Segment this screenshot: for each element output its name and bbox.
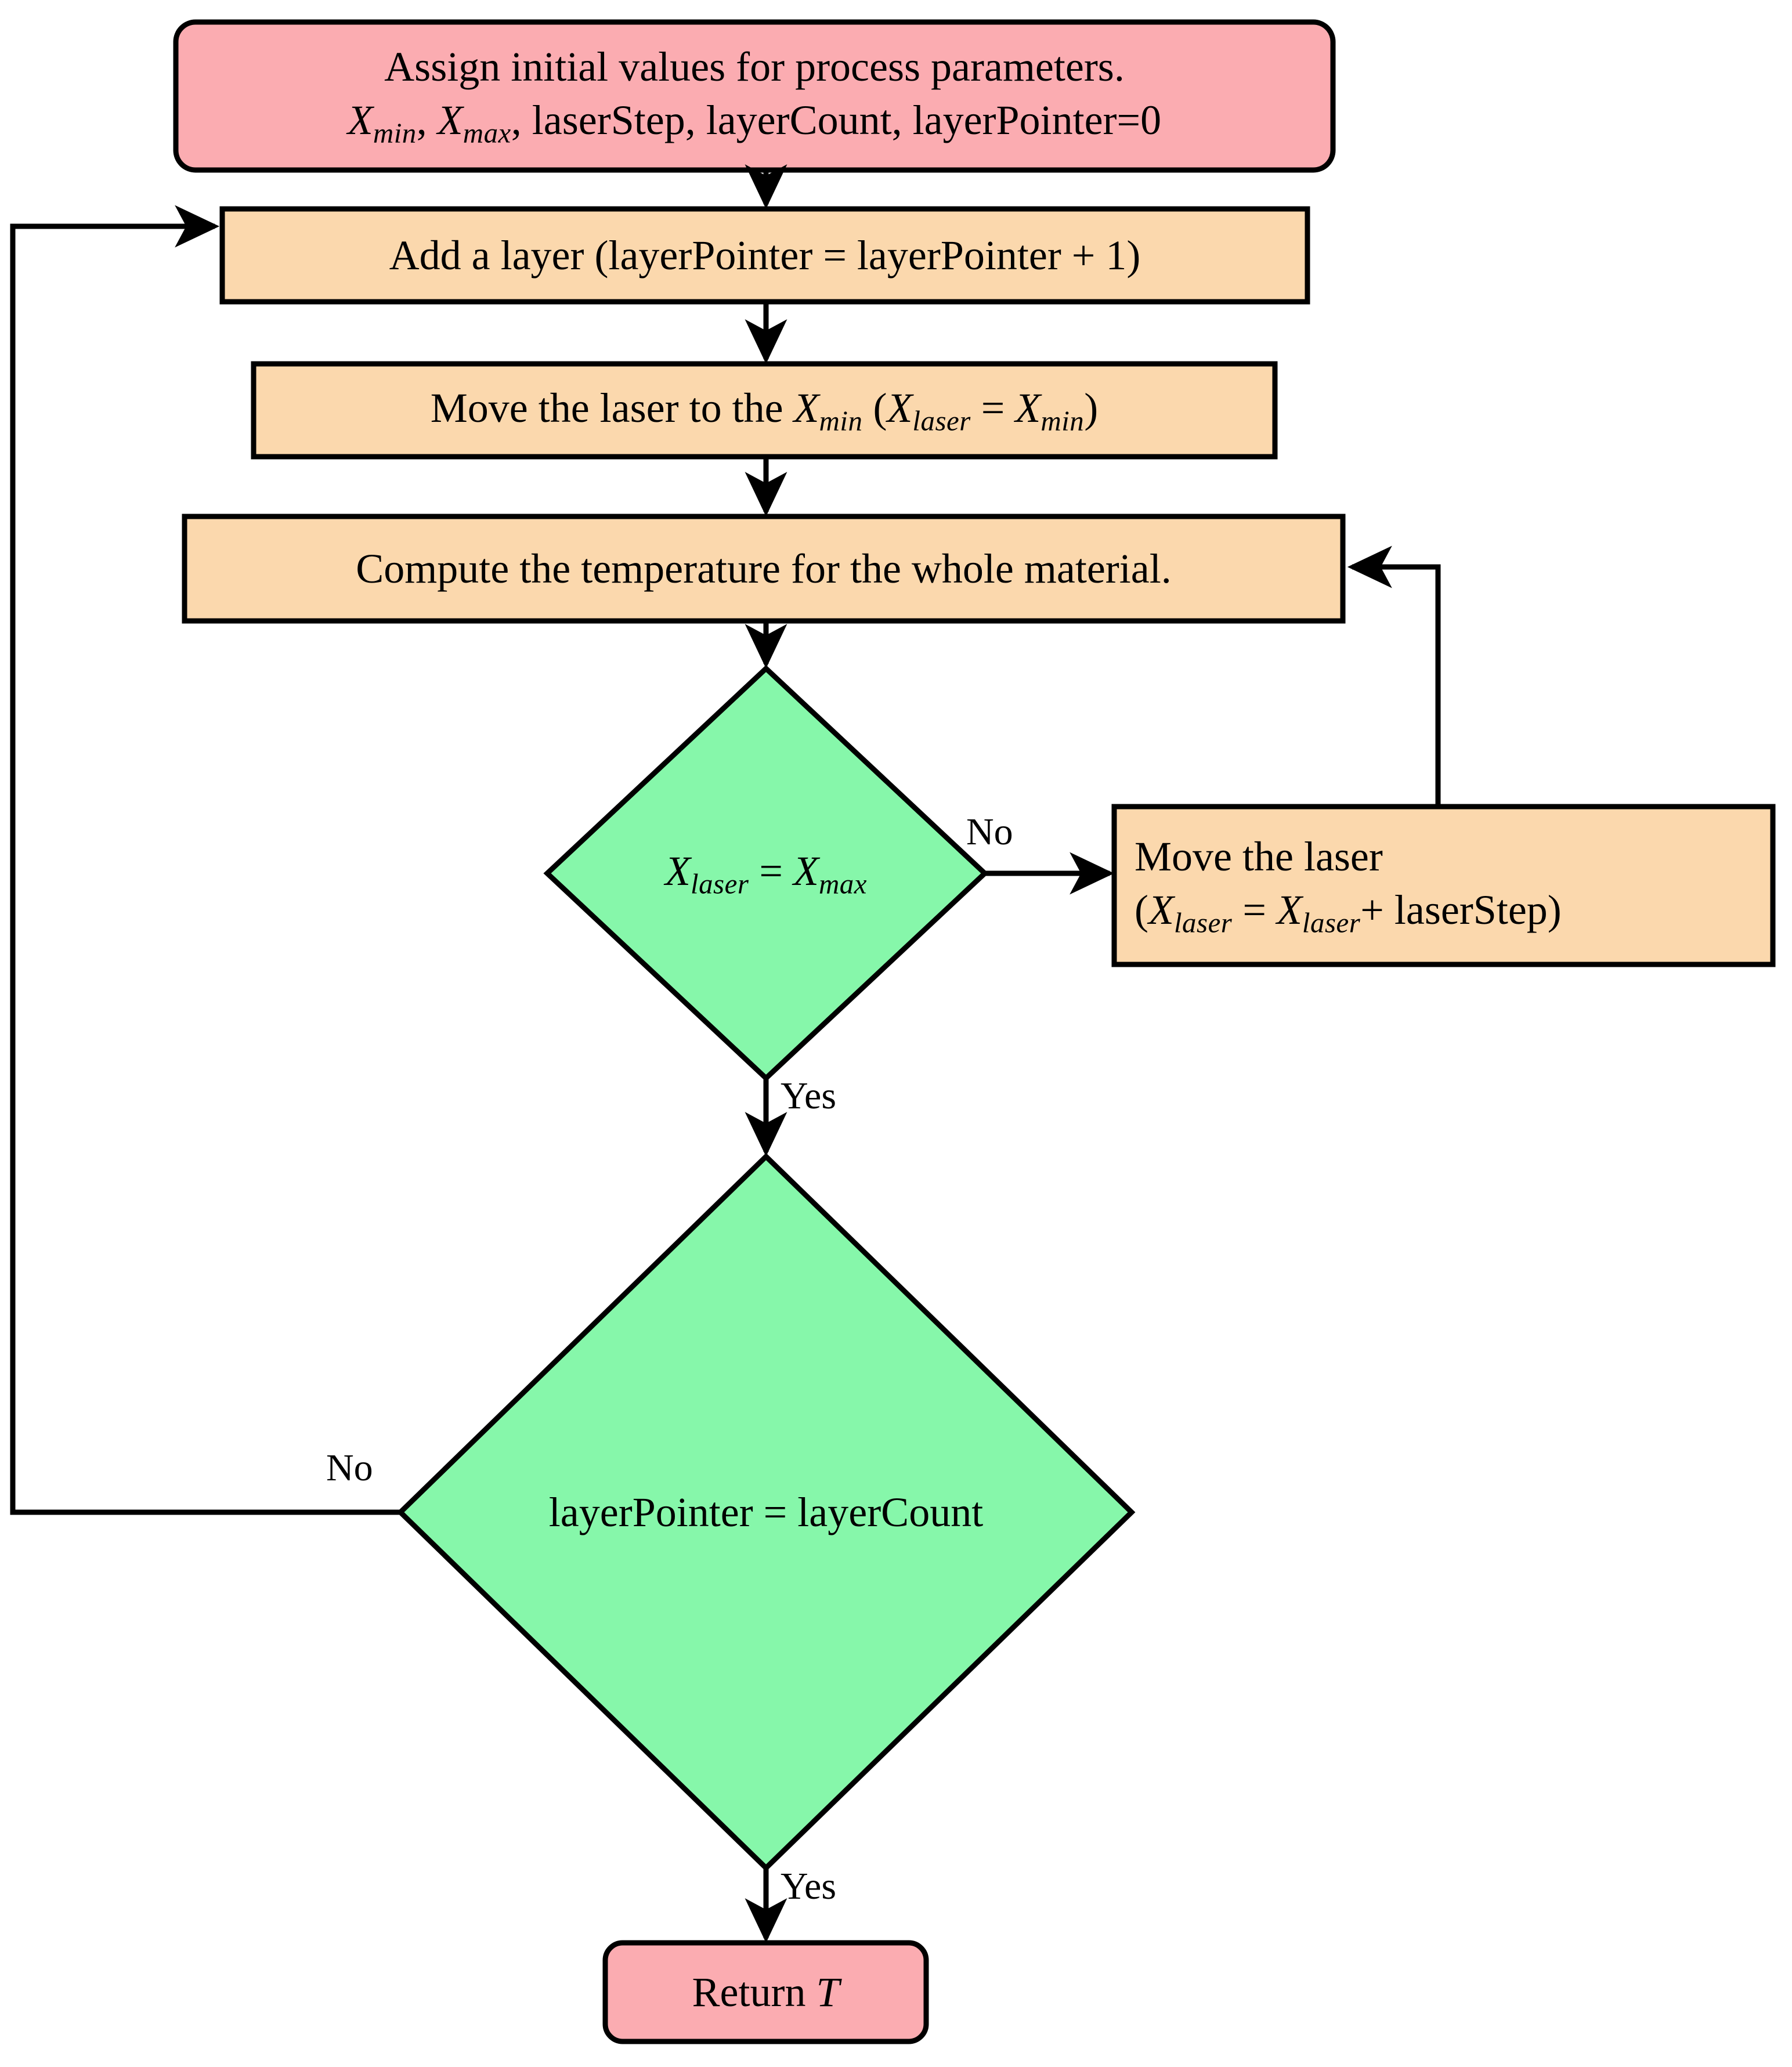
node-init-shape <box>173 19 1336 173</box>
edge-move-laser-step-to-compute <box>1347 545 1441 807</box>
node-check-layercount-shape <box>396 1152 1136 1872</box>
node-move-laser-min-shape <box>251 361 1278 460</box>
node-move-laser-step-shape <box>1111 804 1776 967</box>
node-check-xmax-shape <box>543 664 989 1082</box>
node-return-t-shape <box>602 1940 929 2044</box>
node-compute-temperature-shape <box>182 514 1346 624</box>
edge-check-layercount-no-to-add-layer <box>10 205 400 1515</box>
node-add-layer-shape <box>219 206 1310 305</box>
